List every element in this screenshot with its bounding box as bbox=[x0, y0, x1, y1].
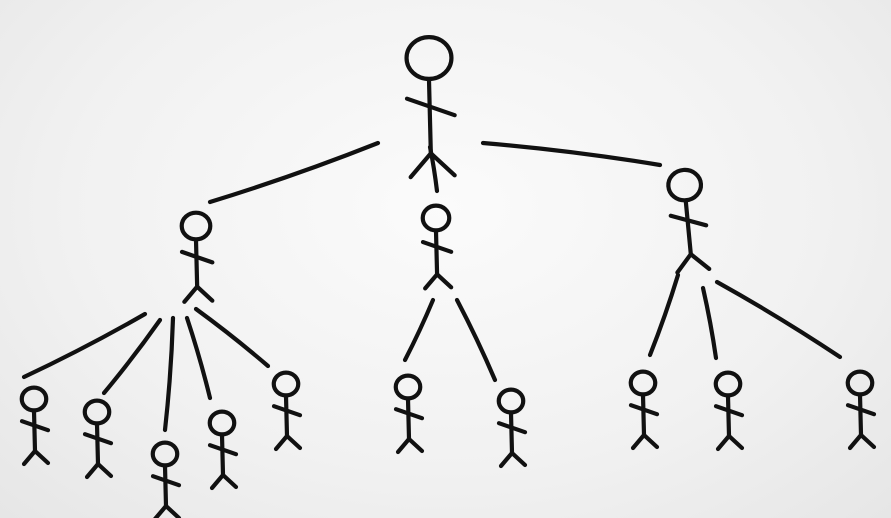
figure-head bbox=[628, 369, 658, 397]
stick-figure-leaf-1 bbox=[19, 385, 51, 467]
figure-body bbox=[162, 463, 169, 509]
figure-head bbox=[19, 385, 49, 413]
figure-arms bbox=[628, 403, 660, 417]
figure-legs bbox=[209, 472, 239, 491]
figure-arms bbox=[150, 474, 182, 488]
stick-figure-leaf-5 bbox=[271, 370, 303, 452]
connector-mid-center-to-leaf-6 bbox=[402, 297, 436, 363]
connector-mid-left-to-leaf-4 bbox=[184, 315, 213, 401]
figure-body bbox=[31, 408, 38, 454]
figure-legs bbox=[182, 284, 215, 304]
figure-arms bbox=[271, 404, 303, 418]
connector-mid-left-to-leaf-5 bbox=[193, 306, 271, 369]
figure-head bbox=[845, 369, 875, 397]
figure-legs bbox=[408, 151, 457, 180]
figure-body bbox=[283, 393, 290, 439]
figure-legs bbox=[498, 450, 528, 469]
figure-legs bbox=[423, 272, 454, 291]
stick-figure-mid-center bbox=[420, 203, 454, 291]
stick-figure-mid-left bbox=[179, 210, 215, 304]
figure-arms bbox=[404, 96, 457, 118]
figure-arms bbox=[420, 239, 454, 254]
figure-head bbox=[713, 370, 743, 398]
figure-arms bbox=[496, 421, 528, 435]
figure-body bbox=[405, 396, 412, 442]
figure-legs bbox=[153, 503, 182, 518]
figure-arms bbox=[393, 407, 425, 421]
connector-root-to-mid-left bbox=[207, 140, 381, 205]
connector-mid-right-to-leaf-8 bbox=[647, 272, 681, 358]
stick-figure-leaf-9 bbox=[713, 370, 745, 452]
figure-body bbox=[219, 432, 226, 478]
figure-head bbox=[420, 203, 452, 233]
connector-root-to-mid-right bbox=[480, 140, 663, 168]
figure-legs bbox=[675, 252, 712, 275]
figure-legs bbox=[395, 436, 425, 455]
figure-legs bbox=[273, 433, 303, 452]
figure-head bbox=[271, 370, 301, 398]
figure-legs bbox=[847, 432, 877, 451]
figure-arms bbox=[82, 432, 114, 446]
figure-head bbox=[207, 409, 237, 437]
connector-mid-right-to-leaf-10 bbox=[714, 279, 843, 360]
figure-body bbox=[508, 410, 515, 456]
stick-figure-leaf-10 bbox=[845, 369, 877, 451]
figure-head bbox=[666, 167, 704, 203]
figure-body bbox=[725, 393, 732, 439]
figure-body bbox=[683, 198, 693, 257]
connector-mid-left-to-leaf-2 bbox=[101, 317, 163, 396]
figure-legs bbox=[630, 432, 660, 451]
stick-figure-leaf-7 bbox=[496, 387, 528, 469]
figure-arms bbox=[845, 403, 877, 417]
figure-body bbox=[193, 237, 200, 289]
stick-figure-mid-right bbox=[666, 167, 712, 275]
connector-lines bbox=[21, 140, 843, 433]
stick-figure-leaf-2 bbox=[82, 398, 114, 480]
figure-head bbox=[82, 398, 112, 426]
figure-legs bbox=[84, 461, 114, 480]
stick-figure-leaf-8 bbox=[628, 369, 660, 451]
connector-mid-center-to-leaf-7 bbox=[454, 297, 498, 383]
stick-figure-leaf-3 bbox=[150, 440, 182, 518]
stick-figure-root bbox=[404, 34, 457, 180]
stick-figure-leaf-4 bbox=[207, 409, 239, 491]
figure-arms bbox=[19, 419, 51, 433]
figure-legs bbox=[715, 433, 745, 452]
figure-body bbox=[640, 392, 647, 438]
figure-head bbox=[179, 210, 213, 242]
figure-body bbox=[433, 228, 440, 277]
figure-body bbox=[94, 421, 101, 467]
figure-head bbox=[393, 373, 423, 401]
figure-head bbox=[150, 440, 180, 468]
figure-arms bbox=[179, 249, 215, 265]
figure-arms bbox=[668, 213, 709, 228]
figure-head bbox=[404, 34, 454, 81]
stick-figures bbox=[19, 34, 877, 518]
figure-head bbox=[496, 387, 526, 415]
stick-figure-leaf-6 bbox=[393, 373, 425, 455]
figure-legs bbox=[21, 448, 51, 467]
connector-mid-left-to-leaf-3 bbox=[162, 315, 176, 433]
figure-arms bbox=[713, 404, 745, 418]
figure-body bbox=[426, 77, 433, 156]
figure-arms bbox=[207, 443, 239, 457]
connector-mid-left-to-leaf-1 bbox=[21, 311, 148, 380]
figure-body bbox=[857, 392, 864, 438]
connector-mid-right-to-leaf-9 bbox=[700, 285, 719, 361]
